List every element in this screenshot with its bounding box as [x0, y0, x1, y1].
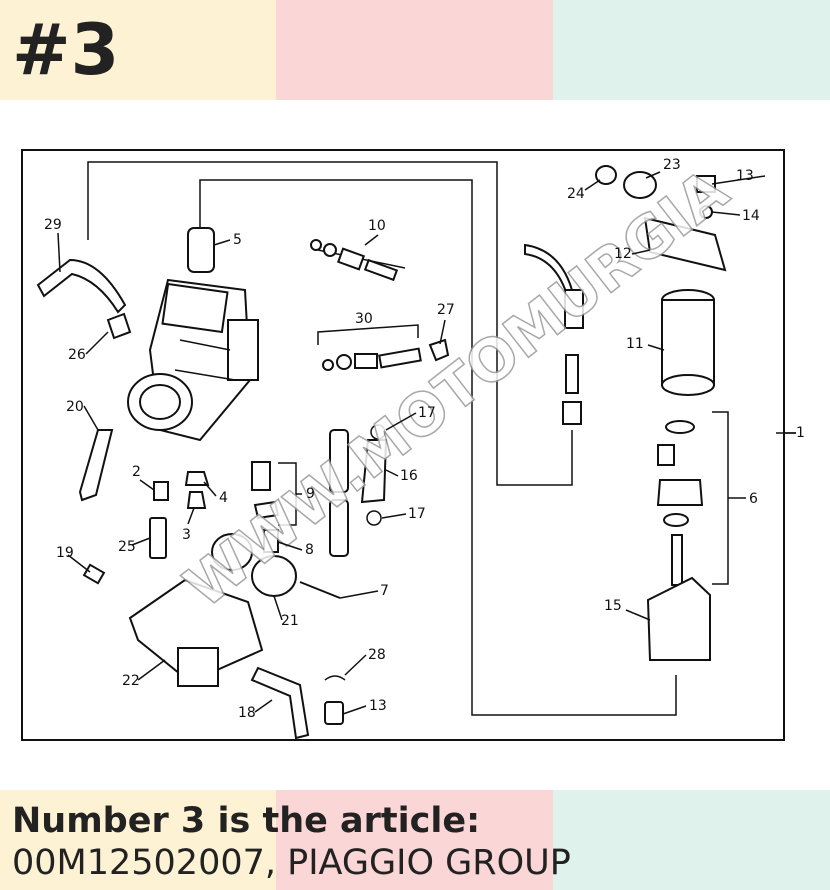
caption-article-code: 00M12502007, PIAGGIO GROUP — [12, 843, 571, 883]
adjuster-set-10 — [310, 239, 399, 282]
callout-13-lower: 13 — [369, 698, 387, 714]
callout-10: 10 — [368, 218, 386, 234]
spring-11 — [661, 289, 715, 396]
group-line-lower — [199, 179, 677, 716]
cover-15 — [646, 576, 711, 661]
callout-24: 24 — [567, 186, 585, 202]
washer-4 — [184, 471, 210, 486]
bracket-30 — [317, 324, 419, 345]
bracket-6 — [712, 411, 729, 585]
cap-23 — [623, 171, 657, 199]
seal-6c — [663, 513, 689, 527]
tube-25 — [149, 517, 167, 559]
article-number-badge: #3 — [12, 9, 120, 91]
hose-18 — [250, 666, 310, 740]
footer-band-mint — [553, 790, 830, 890]
callout-11: 11 — [626, 336, 644, 352]
callout-17-lower: 17 — [408, 506, 426, 522]
callout-23: 23 — [663, 157, 681, 173]
exploded-parts-diagram: WWW.MOTOMURGIA 1 2 3 4 5 6 7 8 9 10 11 1… — [21, 149, 805, 741]
choke-spring — [565, 354, 579, 394]
callout-12: 12 — [614, 246, 632, 262]
callout-9: 9 — [306, 486, 315, 502]
float-chamber-22 — [128, 578, 264, 687]
group-line-upper — [87, 161, 573, 486]
pin-7 — [299, 581, 341, 599]
callout-26: 26 — [68, 347, 86, 363]
main-jet-8 — [263, 529, 279, 553]
article-caption: Number 3 is the article: 00M12502007, PI… — [12, 800, 571, 884]
nut-24 — [595, 165, 617, 185]
callout-20: 20 — [66, 399, 84, 415]
diagram-frame — [21, 149, 785, 741]
callout-22: 22 — [122, 673, 140, 689]
callout-5: 5 — [233, 232, 242, 248]
housing-6 — [656, 479, 704, 506]
leader-lines — [57, 171, 796, 715]
cap-5 — [187, 227, 215, 273]
callout-4: 4 — [219, 490, 228, 506]
callout-27: 27 — [437, 302, 455, 318]
callout-16: 16 — [400, 468, 418, 484]
callout-17-upper: 17 — [418, 405, 436, 421]
screw-19 — [82, 563, 106, 585]
header-band-pink — [276, 0, 553, 100]
valve-6b — [657, 444, 675, 466]
callout-19: 19 — [56, 545, 74, 561]
choke-plunger — [562, 401, 582, 425]
caption-heading: Number 3 is the article: — [12, 801, 481, 841]
callout-25: 25 — [118, 539, 136, 555]
callout-18: 18 — [238, 705, 256, 721]
footer-band-yellow — [0, 790, 276, 890]
clip-17-lower — [366, 510, 382, 526]
clip-17-upper — [370, 424, 386, 440]
footer-band-pink — [276, 790, 553, 890]
choke-nut — [564, 289, 584, 329]
callout-1: 1 — [796, 425, 805, 441]
float-21 — [211, 533, 297, 597]
callout-13-upper: 13 — [736, 168, 754, 184]
screw-26 — [106, 312, 132, 340]
callout-28: 28 — [368, 647, 386, 663]
jet-holder-9 — [253, 500, 280, 520]
callout-15: 15 — [604, 598, 622, 614]
jet-3 — [186, 491, 207, 509]
callout-14: 14 — [742, 208, 760, 224]
callout-8: 8 — [305, 542, 314, 558]
header-band-mint — [553, 0, 830, 100]
callout-30: 30 — [355, 311, 373, 327]
hose-20 — [78, 429, 114, 502]
watermark: WWW.MOTOMURGIA — [172, 156, 741, 621]
pump-cover-12 — [643, 216, 727, 272]
needle-jet-9 — [251, 461, 271, 491]
hose-16-a — [329, 429, 349, 493]
callout-29: 29 — [44, 217, 62, 233]
callout-7: 7 — [380, 583, 389, 599]
screw-13-lower — [324, 701, 344, 725]
seal-6a — [665, 420, 695, 434]
hose-29 — [36, 258, 127, 314]
carburettor-body — [127, 278, 259, 442]
idle-screw-set-30 — [322, 347, 422, 371]
rod-6 — [671, 534, 683, 586]
clip-28 — [324, 675, 346, 681]
hose-16-b — [329, 499, 349, 557]
hose-16 — [360, 439, 388, 504]
header-band-yellow — [0, 0, 276, 100]
jet-2 — [153, 481, 169, 501]
callout-2: 2 — [132, 464, 141, 480]
callout-6: 6 — [749, 491, 758, 507]
callout-21: 21 — [281, 613, 299, 629]
callout-3: 3 — [182, 527, 191, 543]
